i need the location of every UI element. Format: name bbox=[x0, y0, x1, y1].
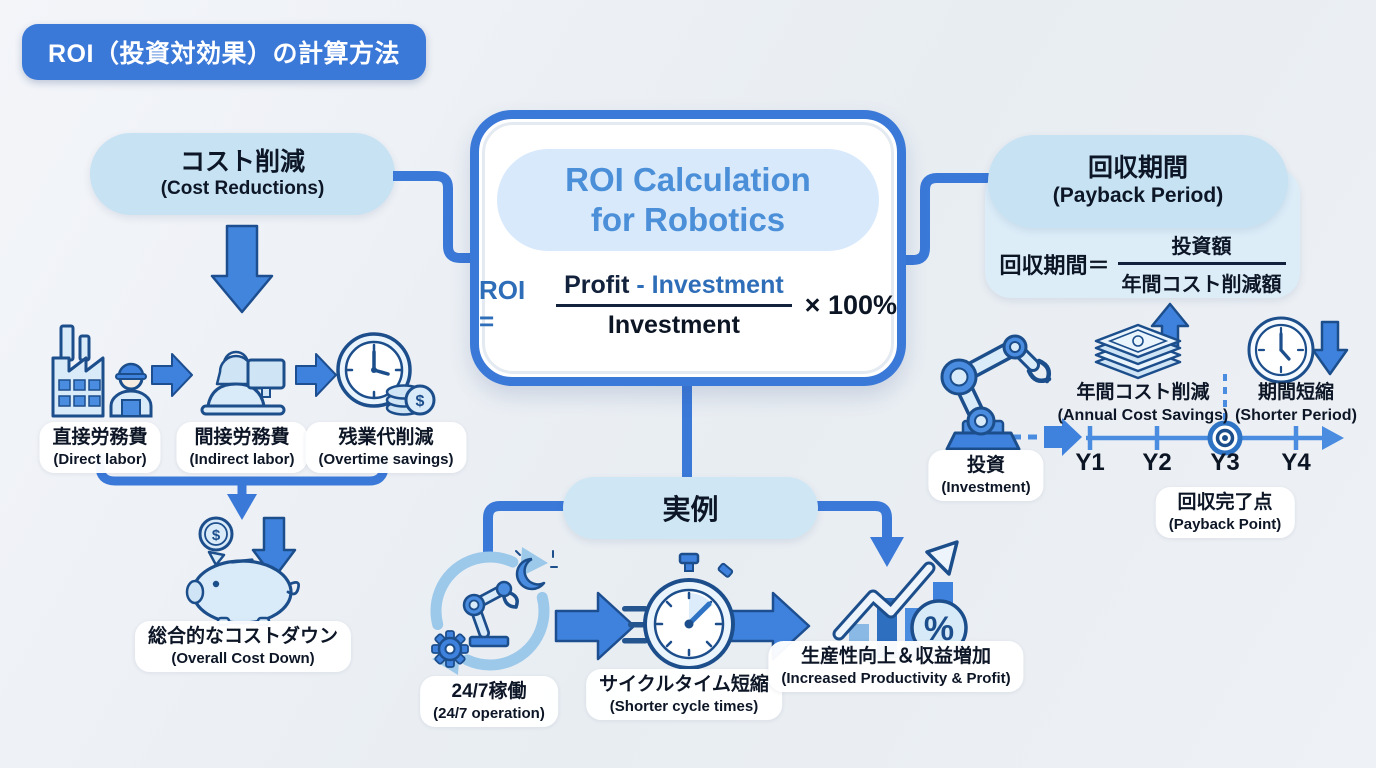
label-investment: 投資 (Investment) bbox=[928, 450, 1044, 502]
operation-247-en: (24/7 operation) bbox=[433, 704, 545, 722]
label-overtime-savings: 残業代削減 (Overtime savings) bbox=[305, 422, 467, 474]
payback-point-marker-ring bbox=[1215, 428, 1235, 448]
label-direct-labor: 直接労務費 (Direct labor) bbox=[39, 422, 161, 474]
label-annual-savings: 年間コスト削減 (Annual Cost Savings) bbox=[1058, 381, 1229, 426]
label-payback-point: 回収完了点 (Payback Point) bbox=[1155, 487, 1295, 539]
cost-reductions-pill: コスト削減 (Cost Reductions) bbox=[90, 133, 395, 215]
examples-pill: 実例 bbox=[563, 477, 818, 539]
roi-heading-line2: for Robotics bbox=[590, 201, 786, 238]
piggy-bank-icon: $ bbox=[185, 516, 301, 626]
connector-example-right bbox=[815, 501, 892, 540]
label-cycle-times: サイクルタイム短縮 (Shorter cycle times) bbox=[586, 669, 782, 721]
overtime-savings-en: (Overtime savings) bbox=[318, 450, 454, 468]
direct-labor-en: (Direct labor) bbox=[53, 450, 147, 468]
payback-period-pill: 回収期間 (Payback Period) bbox=[988, 135, 1288, 228]
productivity-profit-en: (Increased Productivity & Profit) bbox=[781, 669, 1011, 687]
arrow-direct-to-indirect bbox=[151, 353, 193, 397]
robot-arm-icon bbox=[940, 334, 1052, 451]
robot-cycle-247-icon bbox=[430, 547, 558, 675]
payback-formula: 回収期間＝ 投資額 年間コスト削減額 bbox=[985, 230, 1300, 297]
annual-savings-jp: 年間コスト削減 bbox=[1076, 382, 1210, 403]
roi-formula: ROI = Profit- Investment Investment × 10… bbox=[479, 271, 897, 340]
roi-formula-suffix: × 100% bbox=[804, 290, 897, 320]
timeline-arrowhead bbox=[1322, 426, 1344, 450]
cost-pill-en: (Cost Reductions) bbox=[160, 178, 325, 200]
direct-labor-jp: 直接労務費 bbox=[52, 427, 148, 448]
shorter-period-jp: 期間短縮 bbox=[1257, 382, 1335, 403]
payback-point-marker-dot bbox=[1222, 435, 1228, 441]
connector-center-to-payback bbox=[902, 173, 992, 265]
clock-down-arrow-icon bbox=[1247, 316, 1349, 384]
stopwatch-icon bbox=[622, 552, 735, 670]
roi-formula-minus-investment: - Investment bbox=[636, 271, 784, 299]
office-worker-icon bbox=[200, 350, 286, 416]
payback-formula-numerator: 投資額 bbox=[1171, 236, 1232, 258]
payback-point-jp: 回収完了点 bbox=[1177, 492, 1273, 513]
roi-formula-lhs: ROI = bbox=[479, 274, 526, 336]
payback-pill-jp: 回収期間 bbox=[1087, 154, 1188, 183]
cost-pill-jp: コスト削減 bbox=[179, 148, 305, 177]
indirect-labor-jp: 間接労務費 bbox=[194, 427, 290, 448]
timeline-year-2: Y2 bbox=[1142, 449, 1172, 476]
factory-worker-icon bbox=[51, 324, 153, 418]
roi-heading: ROI Calculation for Robotics bbox=[497, 149, 879, 251]
payback-formula-lhs: 回収期間＝ bbox=[999, 252, 1110, 278]
page-title: ROI（投資対効果）の計算方法 bbox=[22, 24, 426, 80]
investment-en: (Investment) bbox=[941, 478, 1031, 496]
timeline-year-1: Y1 bbox=[1075, 449, 1105, 476]
cycle-times-jp: サイクルタイム短縮 bbox=[599, 674, 769, 695]
coin-dollar-glyph: $ bbox=[416, 393, 425, 410]
annual-savings-en: (Annual Cost Savings) bbox=[1057, 406, 1229, 424]
overtime-savings-jp: 残業代削減 bbox=[338, 427, 434, 448]
roi-formula-denominator: Investment bbox=[556, 304, 792, 340]
label-overall-cost-down: 総合的なコストダウン (Overall Cost Down) bbox=[134, 621, 352, 673]
label-247-operation: 24/7稼働 (24/7 operation) bbox=[420, 676, 558, 728]
operation-247-jp: 24/7稼働 bbox=[451, 681, 527, 702]
cost-down-arrow bbox=[210, 224, 274, 314]
shorter-period-en: (Shorter Period) bbox=[1235, 406, 1357, 424]
connector-cost-to-center bbox=[393, 171, 474, 263]
money-stack-icon bbox=[1094, 302, 1190, 380]
label-productivity-profit: 生産性向上＆収益増加 (Increased Productivity & Pro… bbox=[768, 641, 1024, 693]
payback-point-en: (Payback Point) bbox=[1168, 515, 1282, 533]
roi-heading-line1: ROI Calculation bbox=[565, 160, 811, 198]
roi-formula-numerator: Profit- Investment bbox=[556, 271, 792, 304]
piggy-dollar-glyph: $ bbox=[212, 527, 221, 544]
payback-formula-fraction: 投資額 年間コスト削減額 bbox=[1117, 230, 1286, 297]
clock-coins-icon: $ bbox=[336, 332, 436, 416]
timeline-year-3: Y3 bbox=[1210, 449, 1240, 476]
roi-formula-profit: Profit bbox=[564, 271, 630, 299]
cycle-times-en: (Shorter cycle times) bbox=[609, 697, 759, 715]
indirect-labor-en: (Indirect labor) bbox=[189, 450, 295, 468]
investment-jp: 投資 bbox=[966, 455, 1005, 476]
roi-formula-fraction: Profit- Investment Investment bbox=[556, 271, 792, 340]
overall-cost-down-en: (Overall Cost Down) bbox=[171, 649, 315, 667]
overall-cost-down-jp: 総合的なコストダウン bbox=[147, 626, 339, 647]
payback-formula-denominator: 年間コスト削減額 bbox=[1117, 262, 1286, 297]
label-shorter-period: 期間短縮 (Shorter Period) bbox=[1235, 381, 1357, 426]
roi-calculation-box: ROI Calculation for Robotics ROI = Profi… bbox=[470, 110, 906, 386]
payback-pill-en: (Payback Period) bbox=[1052, 184, 1224, 208]
timeline-year-4: Y4 bbox=[1281, 449, 1311, 476]
productivity-profit-jp: 生産性向上＆収益増加 bbox=[800, 646, 991, 667]
label-indirect-labor: 間接労務費 (Indirect labor) bbox=[176, 422, 308, 474]
